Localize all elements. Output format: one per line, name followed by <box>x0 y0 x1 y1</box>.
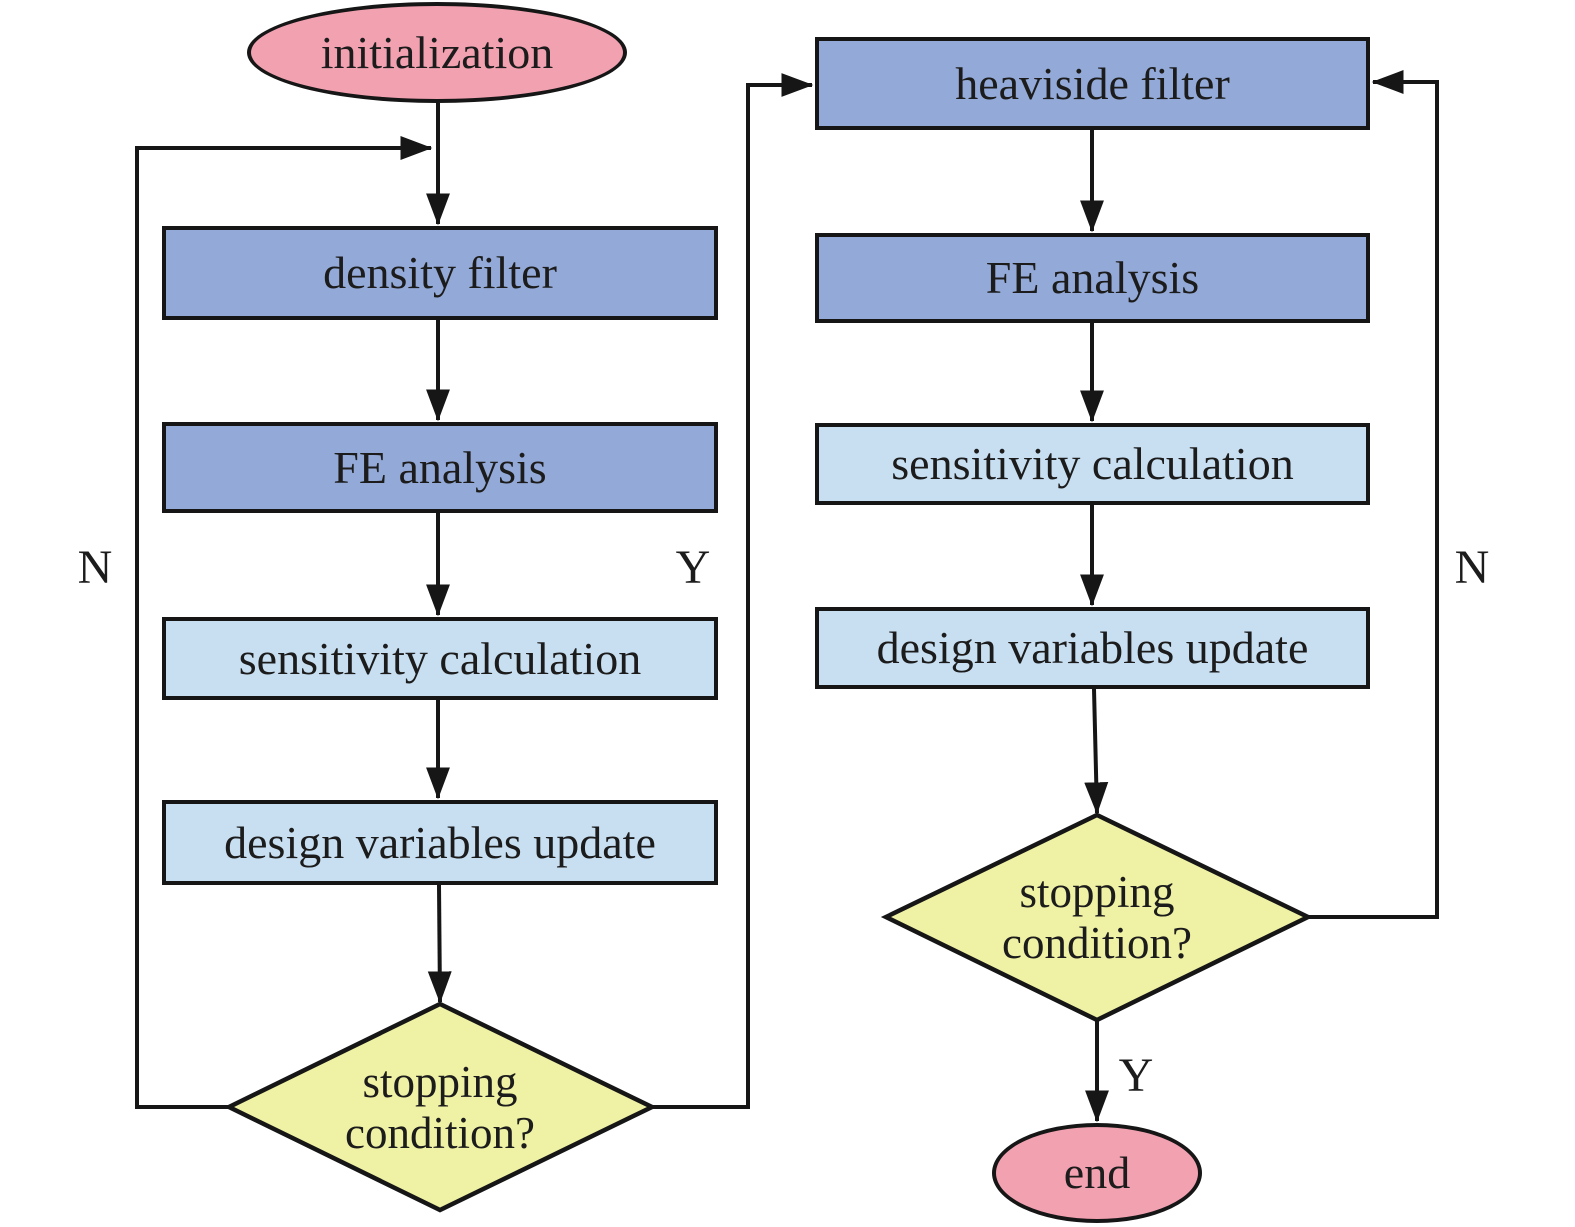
edge-no-loop-right-to-heaviside-filter <box>1308 70 1439 919</box>
node-stopping-condition-right: stopping condition? <box>1002 867 1192 968</box>
branch-label-yes-left: Y <box>675 541 711 594</box>
edge-design-to-stopping-left <box>427 884 452 1004</box>
node-design-variables-update-left: design variables update <box>162 800 718 885</box>
node-stopping-condition-left: stopping condition? <box>345 1057 535 1158</box>
node-sensitivity-calculation-left: sensitivity calculation <box>162 617 718 700</box>
branch-label-no-left: N <box>77 541 113 594</box>
node-fe-analysis-left: FE analysis <box>162 422 718 513</box>
node-end: end <box>992 1123 1202 1223</box>
node-sensitivity-calculation-right: sensitivity calculation <box>815 423 1370 505</box>
edge-no-loop-left <box>135 136 433 1109</box>
edge-design-to-stopping-right <box>1084 688 1109 815</box>
node-heaviside-filter: heaviside filter <box>815 37 1370 130</box>
branch-label-no-right: N <box>1454 541 1490 594</box>
node-design-variables-update-right: design variables update <box>815 607 1370 689</box>
edge-yes-left-to-heaviside-filter <box>652 73 814 1109</box>
node-initialization: initialization <box>247 2 627 103</box>
branch-label-yes-right: Y <box>1118 1049 1154 1102</box>
node-density-filter: density filter <box>162 226 718 320</box>
node-fe-analysis-right: FE analysis <box>815 233 1370 323</box>
stopping-condition-left-diamond <box>223 1001 658 1213</box>
